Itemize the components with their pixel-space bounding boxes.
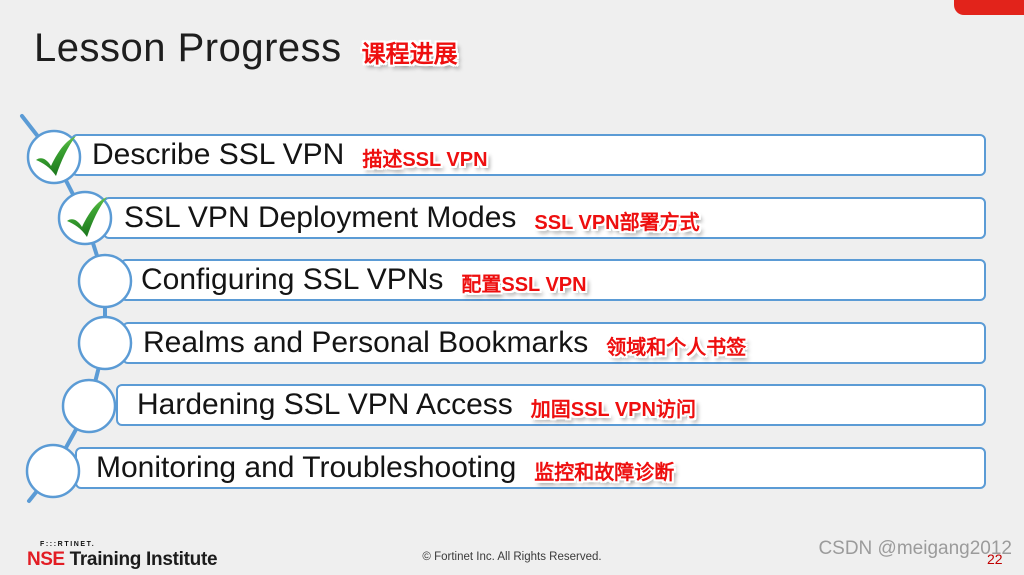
lesson-item-label-zh: 加固SSL VPN访问: [530, 398, 696, 421]
lesson-item-label: Monitoring and Troubleshooting: [96, 451, 517, 484]
watermark: CSDN @meigang2012: [818, 538, 1012, 559]
page-title-zh: 课程进展: [361, 41, 458, 68]
lesson-item-label-zh: 配置SSL VPN: [461, 273, 587, 296]
lesson-item-realms-bookmarks: Realms and Personal Bookmarks 领域和个人书签: [122, 322, 986, 364]
lesson-item-hardening-access: Hardening SSL VPN Access 加固SSL VPN访问: [116, 384, 986, 426]
lesson-item-label-zh: SSL VPN部署方式: [534, 211, 700, 234]
lesson-item-label: Configuring SSL VPNs: [141, 263, 444, 296]
lesson-item-label-zh: 监控和故障诊断: [534, 461, 675, 484]
lesson-item-monitoring: Monitoring and Troubleshooting 监控和故障诊断: [75, 447, 986, 489]
lesson-item-label: SSL VPN Deployment Modes: [124, 201, 517, 234]
lesson-item-label: Describe SSL VPN: [92, 138, 345, 171]
lesson-item-describe-ssl-vpn: Describe SSL VPN 描述SSL VPN: [71, 134, 986, 176]
lesson-item-configuring: Configuring SSL VPNs 配置SSL VPN: [120, 259, 986, 301]
lesson-item-label: Realms and Personal Bookmarks: [143, 326, 589, 359]
step-circle-5: [61, 378, 117, 434]
training-institute-label: Training Institute: [69, 549, 218, 570]
page-title: Lesson Progress: [34, 26, 342, 70]
nse-training-institute-logo: NSE Training Institute: [27, 549, 218, 570]
lesson-item-label: Hardening SSL VPN Access: [137, 388, 513, 421]
copyright-text: © Fortinet Inc. All Rights Reserved.: [422, 551, 602, 563]
fortinet-logo: F:::RTINET. NSE Training Institute: [27, 541, 218, 570]
lesson-item-deployment-modes: SSL VPN Deployment Modes SSL VPN部署方式: [103, 197, 986, 239]
lesson-item-label-zh: 领域和个人书签: [606, 336, 747, 359]
page-number: 22: [987, 551, 1003, 567]
step-circle-6: [25, 443, 81, 499]
check-icon: [36, 136, 76, 176]
fortinet-wordmark: F:::RTINET.: [40, 541, 96, 548]
slide-header: Lesson Progress 课程进展: [34, 26, 458, 71]
corner-banner: [954, 0, 1024, 15]
check-icon: [67, 197, 107, 237]
lesson-item-label-zh: 描述SSL VPN: [362, 148, 488, 171]
nse-label: NSE: [27, 549, 65, 570]
